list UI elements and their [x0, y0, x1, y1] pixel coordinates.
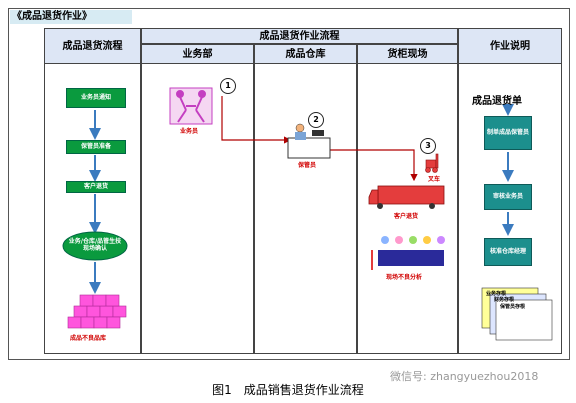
- note-box-prepare: 制单成品保管员: [484, 116, 532, 150]
- watermark: 微信号: zhangyuezhou2018: [390, 370, 539, 383]
- process-connector: [221, 96, 418, 182]
- note-header: 作业说明: [458, 28, 562, 64]
- business-header: 业务部: [141, 44, 254, 64]
- note-box-approve: 核准仓库经理: [484, 238, 532, 266]
- flow-box-salesman-notice: 业务员通知: [66, 88, 126, 108]
- defect-warehouse-label: 成品不良品库: [70, 335, 107, 342]
- keeper-label: 保管员: [298, 162, 317, 169]
- forklift-label: 叉车: [428, 176, 441, 183]
- site-analysis-label: 现场不良分析: [386, 274, 423, 281]
- flow-box-keeper-prepare: 保管员准备: [66, 140, 126, 154]
- step-3-marker: 3: [420, 138, 436, 154]
- salesman-label: 业务员: [180, 128, 199, 135]
- warehouse-header: 成品仓库: [254, 44, 357, 64]
- return-slip-title: 成品退货单: [472, 96, 522, 107]
- flow-box-site-confirm: 业务/仓库/品管生技现场确认: [68, 238, 122, 252]
- diagram-title: 《成品退货作业》: [10, 10, 132, 24]
- document-stack-icon: [481, 287, 553, 341]
- handshake-icon: [169, 87, 213, 125]
- flow-box-customer-return: 客户退货: [66, 181, 126, 193]
- cube-stack-icon: [67, 294, 127, 329]
- stub-keeper-label: 保管员存根: [500, 304, 526, 310]
- site-header: 货柜现场: [357, 44, 458, 64]
- stub-finance-label: 财务存根: [494, 297, 515, 303]
- step-1-marker: 1: [220, 78, 236, 94]
- customer-return-label: 客户退货: [394, 213, 419, 220]
- truck-icon: [368, 185, 445, 209]
- note-box-review: 审核业务员: [484, 184, 532, 210]
- figure-caption: 图1 成品销售退货作业流程: [212, 383, 364, 397]
- left-column-header: 成品退货流程: [44, 28, 141, 64]
- flow-title-header: 成品退货作业流程: [141, 28, 458, 44]
- step-2-marker: 2: [308, 112, 324, 128]
- meeting-icon: [371, 236, 445, 270]
- keeper-desk-icon: [287, 123, 331, 159]
- decision-shape: [62, 231, 128, 261]
- forklift-icon: [425, 153, 439, 173]
- stub-business-label: 业务存根: [486, 291, 507, 297]
